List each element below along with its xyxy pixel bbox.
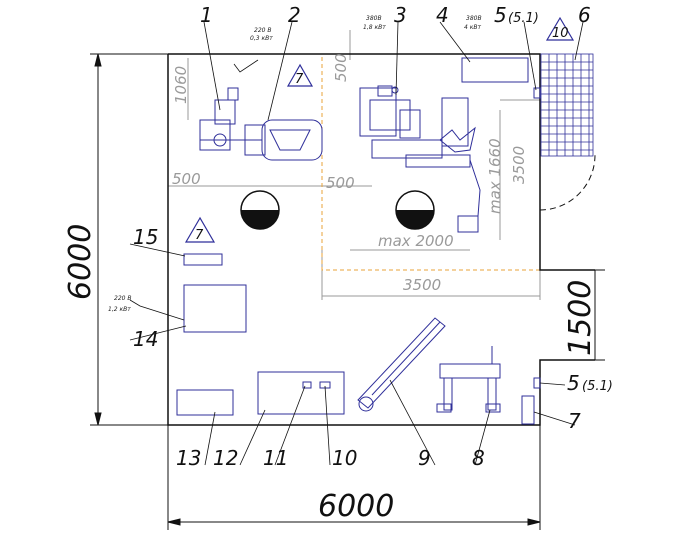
power-2-volt: 380В: [366, 15, 382, 22]
callout-11: 11: [263, 446, 288, 470]
power-4-volt: 220 В: [114, 295, 131, 302]
callout-3: 3: [394, 3, 407, 27]
callout-5: 5: [494, 3, 507, 27]
callout-5-lower: 5: [567, 371, 580, 395]
dim-3500-vertical: 3500: [510, 146, 528, 184]
triangle-7-top: [286, 63, 314, 87]
callout-7-lower: 7: [568, 409, 581, 433]
triangle-markers: [184, 16, 575, 243]
dimension-lines: [168, 30, 541, 300]
dim-1060: 1060: [172, 66, 190, 104]
dim-1500: 1500: [563, 280, 598, 356]
dim-6000-vertical: 6000: [63, 224, 98, 300]
dim-3500-horizontal: 3500: [403, 276, 441, 294]
triangle-7-left: [184, 216, 216, 243]
dim-max-2000: max 2000: [378, 232, 454, 250]
reference-marks: [240, 190, 435, 230]
callout-14: 14: [133, 327, 158, 351]
power-2-kw: 1,8 кВт: [363, 24, 386, 31]
triangle-10: [545, 16, 575, 41]
power-1-volt: 220 В: [254, 27, 271, 34]
callout-12: 12: [213, 446, 238, 470]
dim-max-1660: max 1660: [486, 138, 504, 214]
callout-8: 8: [472, 446, 485, 470]
callout-5-lower-sub: (5.1): [582, 379, 613, 394]
callout-2: 2: [288, 3, 301, 27]
power-3-kw: 4 кВт: [464, 24, 481, 31]
dim-6000-horizontal: 6000: [318, 489, 394, 524]
callout-5-sub: (5.1): [508, 11, 539, 26]
outer-dimensions: [90, 53, 605, 530]
triangle-7-top-label: 7: [295, 72, 304, 87]
dim-500-mid: 500: [326, 174, 355, 192]
dim-500-left: 500: [172, 170, 201, 188]
grating-area: [540, 53, 594, 157]
power-1-kw: 0,3 кВт: [250, 35, 273, 42]
callout-13: 13: [176, 446, 201, 470]
leader-lines: [129, 21, 584, 466]
callout-15: 15: [133, 225, 158, 249]
equipment: [176, 57, 541, 425]
callout-10: 10: [332, 446, 357, 470]
triangle-10-label: 10: [552, 26, 569, 41]
callout-4: 4: [436, 3, 449, 27]
callout-6: 6: [578, 3, 591, 27]
power-3-volt: 380В: [466, 15, 482, 22]
triangle-7-left-label: 7: [195, 228, 204, 243]
callout-1: 1: [200, 3, 213, 27]
power-4-kw: 1,2 кВт: [108, 306, 131, 313]
dim-500-top: 500: [332, 53, 350, 82]
door-swing: [539, 154, 596, 211]
callout-9: 9: [418, 446, 431, 470]
